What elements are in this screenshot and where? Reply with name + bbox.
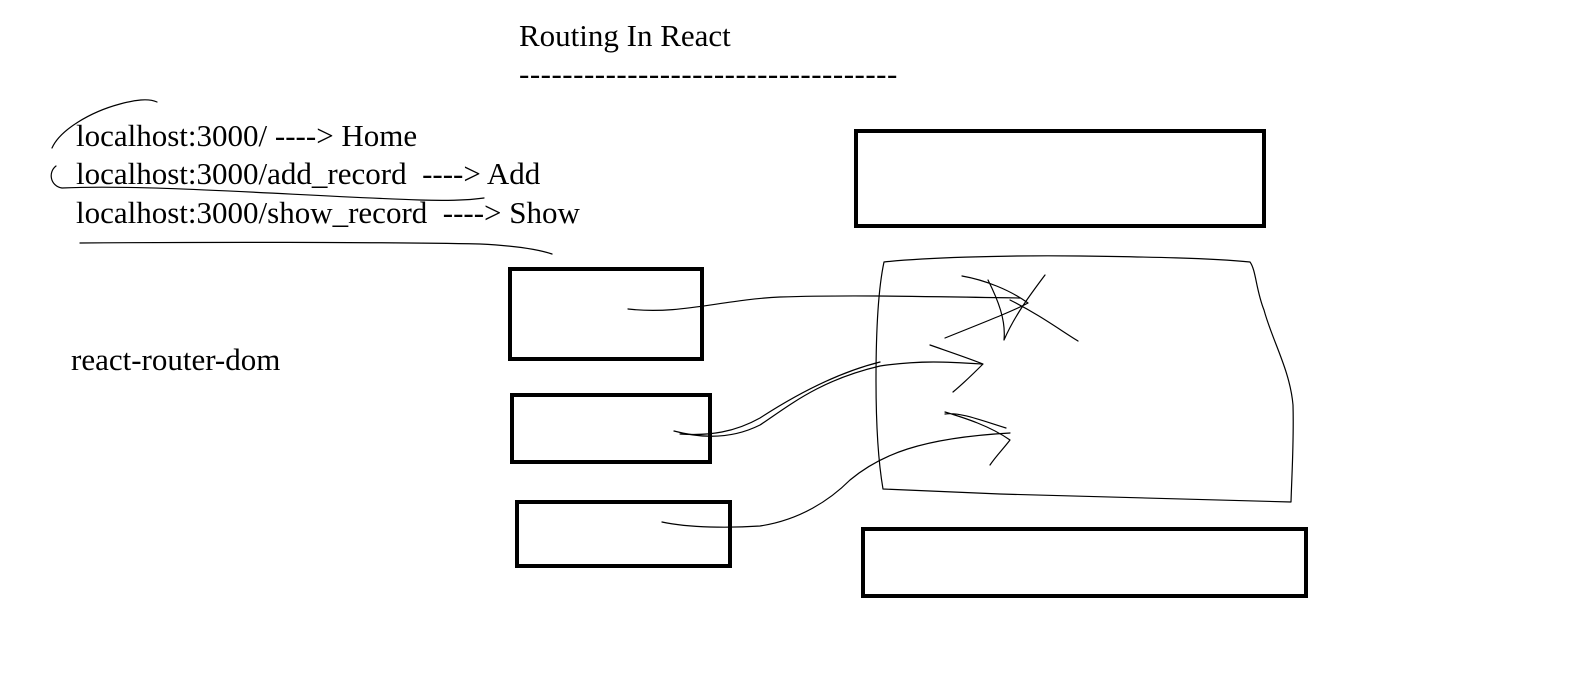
content-area-outline <box>875 255 1294 503</box>
route-show-label: localhost:3000/show_record ----> Show <box>76 195 580 230</box>
library-name-label: react-router-dom <box>71 342 281 377</box>
underline-stroke <box>79 241 553 255</box>
diagram-title: Routing In React <box>519 18 731 53</box>
arrow-home-head <box>944 274 1079 342</box>
header-box <box>854 129 1266 228</box>
route-add-label: localhost:3000/add_record ----> Add <box>76 156 541 191</box>
link-box-home <box>508 267 704 361</box>
title-underline: ----------------------------------- <box>519 56 898 91</box>
arrow-add-curve <box>673 361 983 437</box>
route-home-label: localhost:3000/ ----> Home <box>76 118 418 153</box>
arrow-show-head <box>944 411 1011 466</box>
footer-box <box>861 527 1308 598</box>
arrow-add-head <box>929 344 984 393</box>
link-box-show <box>515 500 732 568</box>
link-box-add <box>510 393 712 464</box>
